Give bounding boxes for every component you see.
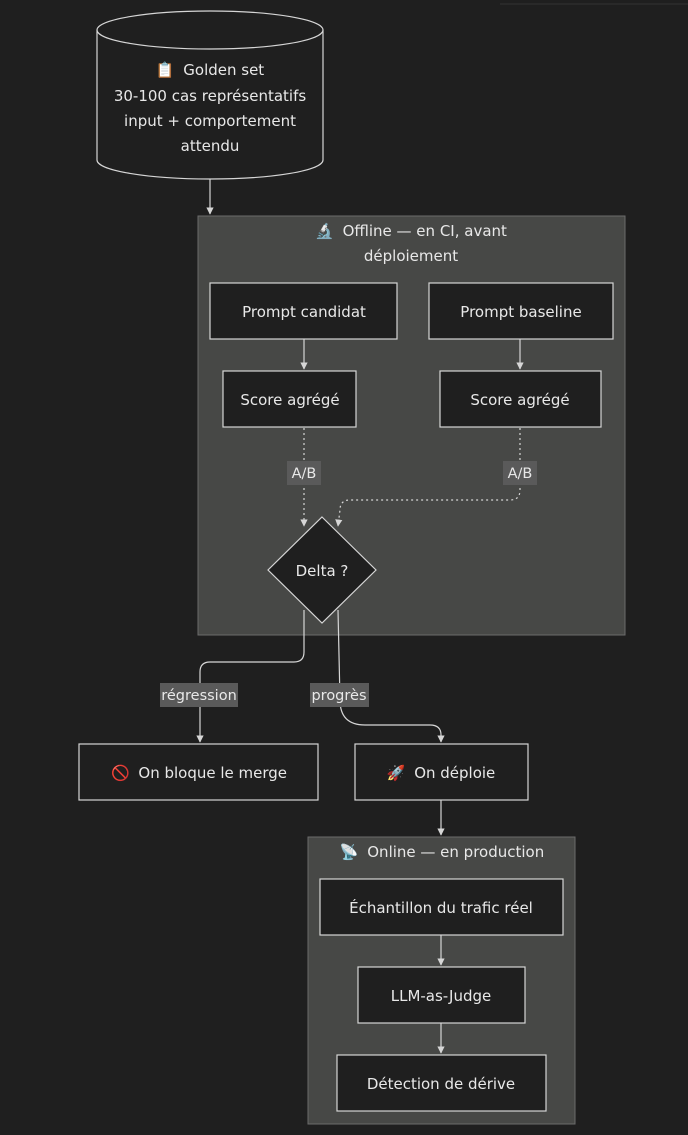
satellite-antenna-icon: 📡	[340, 842, 359, 861]
offline-cluster-title-line2: déploiement	[364, 247, 458, 265]
svg-text:📋 Golden set: 📋 Golden set	[156, 61, 265, 79]
svg-text:Score agrégé: Score agrégé	[240, 391, 339, 409]
svg-text:progrès: progrès	[311, 688, 366, 704]
svg-text:A/B: A/B	[292, 466, 317, 482]
deploy-node: 🚀 On déploie	[354, 743, 529, 801]
svg-text:Score agrégé: Score agrégé	[470, 391, 569, 409]
edge-label-ab-left: A/B	[287, 461, 321, 485]
svg-text:🚫 On bloque le merge: 🚫 On bloque le merge	[111, 764, 287, 782]
delta-decision-node: Delta ?	[267, 516, 377, 624]
svg-text:A/B: A/B	[508, 466, 533, 482]
svg-text:🚀 On déploie: 🚀 On déploie	[387, 764, 496, 782]
llm-judge-node: LLM-as-Judge	[357, 966, 526, 1024]
prompt-candidate-node: Prompt candidat	[209, 282, 398, 340]
clipboard-icon: 📋	[156, 61, 175, 79]
golden-set-line3: input + comportement	[124, 112, 296, 130]
score-left-node: Score agrégé	[222, 370, 357, 428]
svg-text:Prompt candidat: Prompt candidat	[242, 303, 366, 321]
svg-text:régression: régression	[161, 688, 237, 704]
svg-text:Prompt baseline: Prompt baseline	[460, 303, 581, 321]
drift-detection-node: Détection de dérive	[336, 1054, 547, 1112]
edges	[196, 179, 524, 1054]
traffic-sample-node: Échantillon du trafic réel	[319, 878, 564, 936]
svg-text:Delta ?: Delta ?	[296, 562, 349, 580]
edge-delta-to-deploy	[337, 609, 445, 743]
offline-cluster-title: 🔬 Offline — en CI, avant	[315, 221, 507, 240]
golden-set-line2: 30-100 cas représentatifs	[114, 87, 307, 105]
svg-text:Détection de dérive: Détection de dérive	[367, 1075, 515, 1093]
block-merge-node: 🚫 On bloque le merge	[78, 743, 319, 801]
edge-label-regression: régression	[160, 683, 238, 707]
svg-text:LLM-as-Judge: LLM-as-Judge	[391, 987, 492, 1005]
edge-delta-to-block	[196, 610, 305, 743]
prompt-baseline-node: Prompt baseline	[428, 282, 614, 340]
golden-set-node: 📋 Golden set 30-100 cas représentatifs i…	[96, 10, 324, 180]
edge-label-ab-right: A/B	[503, 461, 537, 485]
edge-label-progress: progrès	[310, 683, 369, 707]
svg-text:Échantillon du trafic réel: Échantillon du trafic réel	[349, 898, 533, 917]
edge-score-right-to-delta	[335, 428, 521, 527]
online-cluster-title: 📡 Online — en production	[340, 842, 544, 861]
prohibited-icon: 🚫	[111, 764, 130, 782]
golden-set-line4: attendu	[181, 137, 240, 155]
rocket-icon: 🚀	[387, 764, 406, 782]
score-right-node: Score agrégé	[439, 370, 602, 428]
microscope-icon: 🔬	[315, 221, 334, 240]
